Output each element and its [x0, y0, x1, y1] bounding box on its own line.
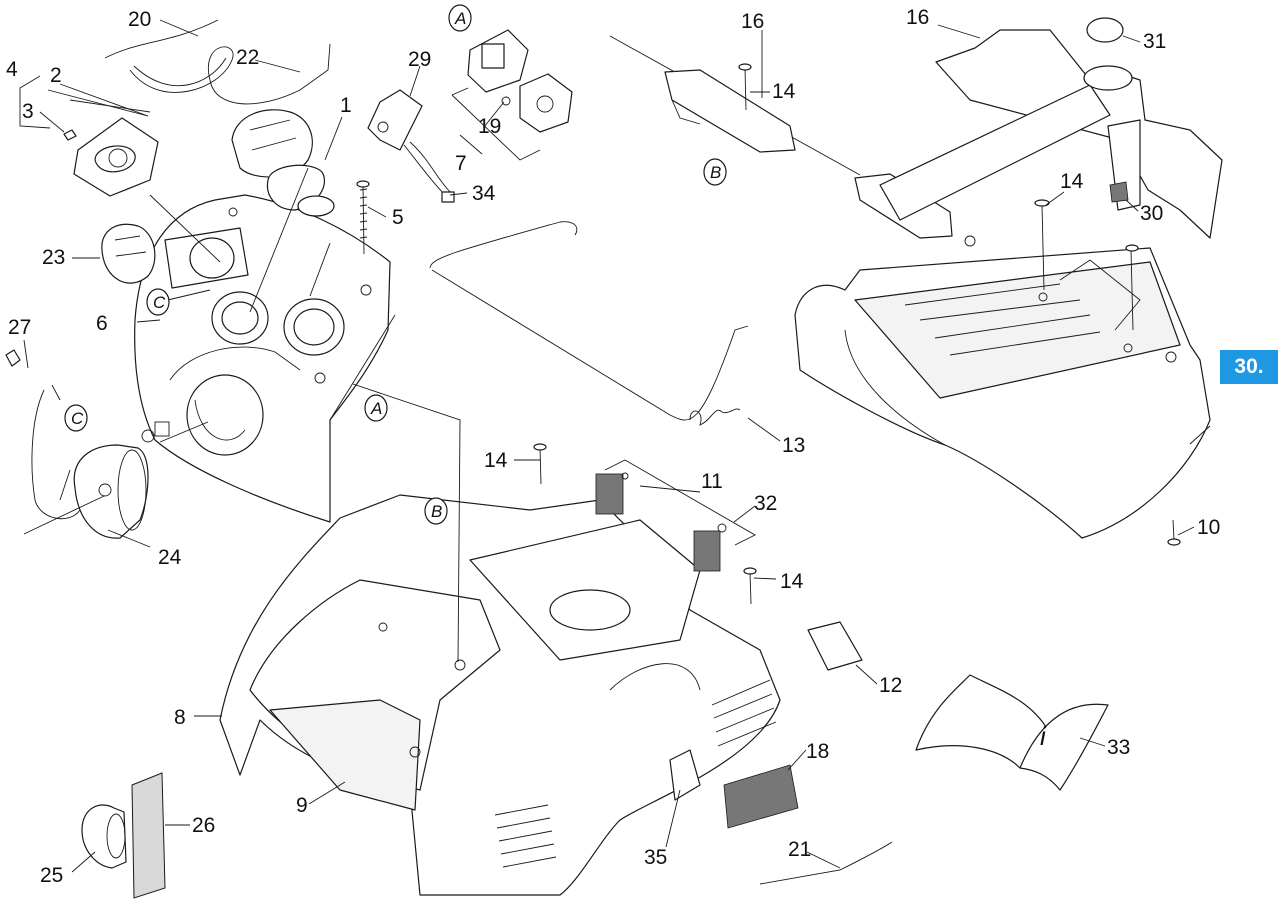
callout-31: 31: [1143, 30, 1166, 53]
callout-34: 34: [472, 182, 496, 205]
part-31-cap: [1086, 17, 1124, 43]
callout-22: 22: [236, 46, 259, 69]
screws: [356, 63, 1181, 605]
part-18-filter: [723, 764, 799, 829]
callout-16-handle: 16: [741, 10, 764, 33]
part-3-socket-housing: [47, 89, 159, 197]
callout-7: 7: [455, 152, 467, 175]
part-24-fan-cover: [5, 349, 170, 539]
ref-marker-b-housing: [424, 497, 448, 525]
callout-8: 8: [174, 706, 186, 729]
manual-info-glyph: i: [1040, 721, 1047, 751]
callout-5: 5: [392, 206, 404, 229]
ref-b-housing-label: B: [431, 502, 442, 521]
part-16-handle-frame: [879, 29, 1223, 239]
part-20-22-wires: [104, 19, 331, 105]
ref-marker-c-cord: [64, 404, 88, 432]
part-30-base-tray: [794, 235, 1211, 539]
ref-marker-a-cover: [364, 394, 388, 422]
callout-23: 23: [42, 246, 65, 269]
callout-4: 4: [6, 58, 18, 81]
callout-10: 10: [1197, 516, 1220, 539]
part-13-spring-bracket: [429, 221, 749, 426]
callout-14-vent: 14: [780, 570, 804, 593]
callout-16-frame: 16: [906, 6, 929, 29]
callout-32: 32: [754, 492, 777, 515]
part-7-switch-assembly: [451, 29, 573, 161]
callout-12: 12: [879, 674, 902, 697]
ref-a-top-label: A: [454, 9, 466, 28]
callout-24: 24: [158, 546, 182, 569]
highlighted-part-badge[interactable]: 30.: [1220, 350, 1278, 384]
part-6-rear-cover: [134, 194, 396, 523]
part-33-manual: [915, 674, 1109, 791]
part-8-main-housing: [219, 494, 781, 896]
callout-numbers: 20 22 29 1 5 34 19 7 16 14 16 31 14 30 1…: [6, 6, 1220, 887]
callout-20: 20: [128, 8, 151, 31]
callout-9: 9: [296, 794, 308, 817]
part-29-circuit-board: [367, 89, 423, 151]
callout-6: 6: [96, 312, 108, 335]
callout-13: 13: [782, 434, 805, 457]
part-34-cable-harness: [403, 141, 455, 203]
callout-33: 33: [1107, 736, 1130, 759]
callout-26: 26: [192, 814, 215, 837]
callout-18: 18: [806, 740, 829, 763]
ref-b-handle-label: B: [710, 163, 721, 182]
part-23-plug-cap: [101, 223, 156, 284]
callout-30: 30: [1140, 202, 1163, 225]
callout-25: 25: [40, 864, 63, 887]
callout-19: 19: [478, 115, 501, 138]
callout-35: 35: [644, 846, 667, 869]
callout-2: 2: [50, 64, 62, 87]
ref-marker-c-cover: [146, 288, 170, 316]
callout-3: 3: [22, 100, 34, 123]
callout-29: 29: [408, 48, 431, 71]
part-1-tank-cap: [231, 109, 335, 217]
reference-markers: A A B B C C i: [64, 4, 1047, 751]
callout-21: 21: [788, 838, 811, 861]
part-11-filter-pads: [595, 459, 756, 572]
ref-a-cover-label: A: [370, 399, 382, 418]
part-12-label: [807, 621, 863, 671]
part-26-filter-mat: [131, 772, 166, 899]
callout-1: 1: [340, 94, 352, 117]
callout-14-handle: 14: [772, 80, 796, 103]
ref-marker-a-top: [448, 4, 472, 32]
callout-14-housing: 14: [484, 449, 508, 472]
ref-c-cover-label: C: [153, 293, 166, 312]
ref-marker-b-handle: [703, 158, 727, 186]
ref-c-cord-label: C: [71, 409, 84, 428]
callout-27: 27: [8, 316, 31, 339]
callout-11: 11: [701, 470, 723, 493]
callout-14-tray: 14: [1060, 170, 1084, 193]
part-25-fitting: [81, 804, 127, 869]
